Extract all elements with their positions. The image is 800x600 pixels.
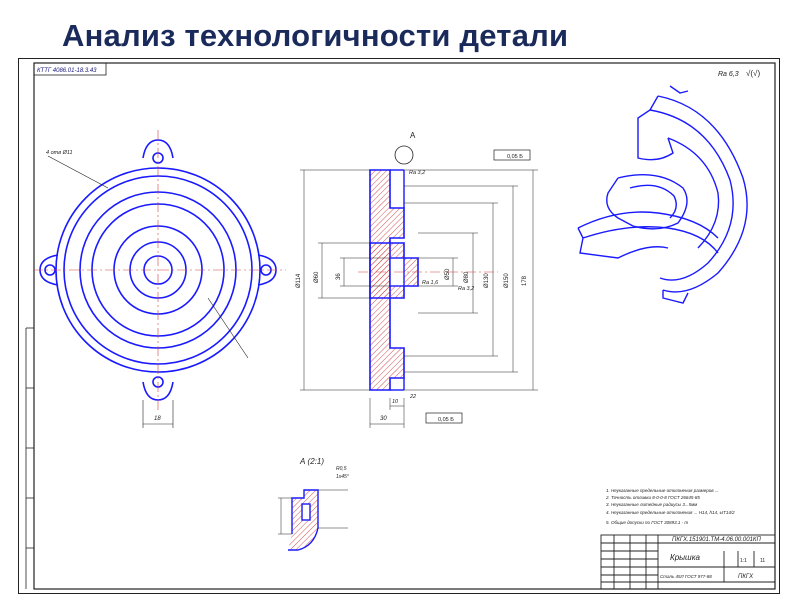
dim-80: Ø80 bbox=[464, 271, 470, 283]
stamp-text: КТТГ 4086.01-18.3.43 bbox=[37, 68, 97, 74]
title-block bbox=[600, 534, 776, 590]
dim-30: 30 bbox=[380, 416, 387, 422]
note-2: 2. Точность отливки 8-0-0-8 ГОСТ 26645-8… bbox=[605, 495, 700, 500]
note-5: 5. Общие допуски по ГОСТ 30893.1 - m bbox=[606, 520, 688, 525]
detail-view bbox=[288, 489, 319, 551]
detail-chamfer: 1х45° bbox=[336, 474, 349, 480]
dim-150: Ø150 bbox=[504, 273, 510, 288]
technical-notes: 1. Неуказанные предельные отклонения раз… bbox=[605, 488, 735, 525]
holes-callout: 4 отв Ø11 bbox=[46, 150, 73, 156]
title-designation: ПКГХ.151901.ТМ-4.06.00.001КП bbox=[672, 537, 761, 543]
roughness-general: Ra 6,3 bbox=[718, 71, 739, 78]
detail-view-label: А (2:1) bbox=[299, 457, 324, 466]
isometric-view bbox=[577, 85, 748, 304]
note-3: 3. Неуказанные литейные радиусы 3...5мм bbox=[606, 501, 697, 507]
detail-r: R0,5 bbox=[336, 466, 347, 472]
note-4: 4. Неуказанные предельные отклонения ...… bbox=[606, 510, 735, 515]
title-material: Сталь 45Л ГОСТ 977-88 bbox=[660, 574, 712, 579]
tolerance-bottom-text: 0,05 Б bbox=[438, 417, 454, 423]
title-org: ПКГХ bbox=[738, 574, 754, 580]
dim-50: Ø50 bbox=[445, 268, 451, 280]
detail-a-marker: А bbox=[410, 131, 416, 140]
title-sheet: 11 bbox=[760, 558, 765, 564]
left-binding-strip bbox=[25, 327, 34, 589]
flange-width-dim: 18 bbox=[154, 416, 161, 422]
dim-178: 178 bbox=[522, 275, 528, 286]
roughness-b: Ra 1,6 bbox=[422, 280, 439, 286]
front-view-dimensions bbox=[47, 155, 249, 428]
roughness-c: Ra 3,2 bbox=[458, 286, 474, 292]
dim-36: 36 bbox=[336, 273, 342, 280]
roughness-a: Ra 3,2 bbox=[409, 170, 425, 176]
title-scale: 1:1 bbox=[740, 558, 747, 564]
tolerance-top-text: 0,05 Б bbox=[507, 154, 523, 160]
front-view-centerlines bbox=[33, 130, 286, 410]
title-part-name: Крышка bbox=[670, 553, 700, 562]
dim-22: 22 bbox=[409, 394, 416, 400]
dim-10: 10 bbox=[392, 399, 399, 405]
top-left-stamp: КТТГ 4086.01-18.3.43 bbox=[33, 62, 107, 76]
dim-114: Ø114 bbox=[296, 273, 302, 288]
detail-view-dims bbox=[278, 489, 348, 535]
section-view: А 178 Ø150 Ø130 Ø80 Ø50 Ø114 Ø60 36 30 1… bbox=[296, 131, 538, 428]
sheet-inner-frame bbox=[33, 62, 776, 590]
slide-title: Анализ технологичности детали bbox=[62, 18, 569, 53]
note-1: 1. Неуказанные предельные отклонения раз… bbox=[606, 488, 719, 493]
tolerance-frame-top: 0,05 Б bbox=[493, 149, 531, 161]
dim-130: Ø130 bbox=[484, 273, 490, 288]
tolerance-frame-bottom: 0,05 Б bbox=[425, 412, 463, 424]
dim-60: Ø60 bbox=[314, 271, 320, 283]
roughness-symbol: √(√) bbox=[746, 69, 760, 78]
technical-drawing: КТТГ 4086.01-18.3.43 4 отв Ø11 18 bbox=[18, 58, 780, 594]
